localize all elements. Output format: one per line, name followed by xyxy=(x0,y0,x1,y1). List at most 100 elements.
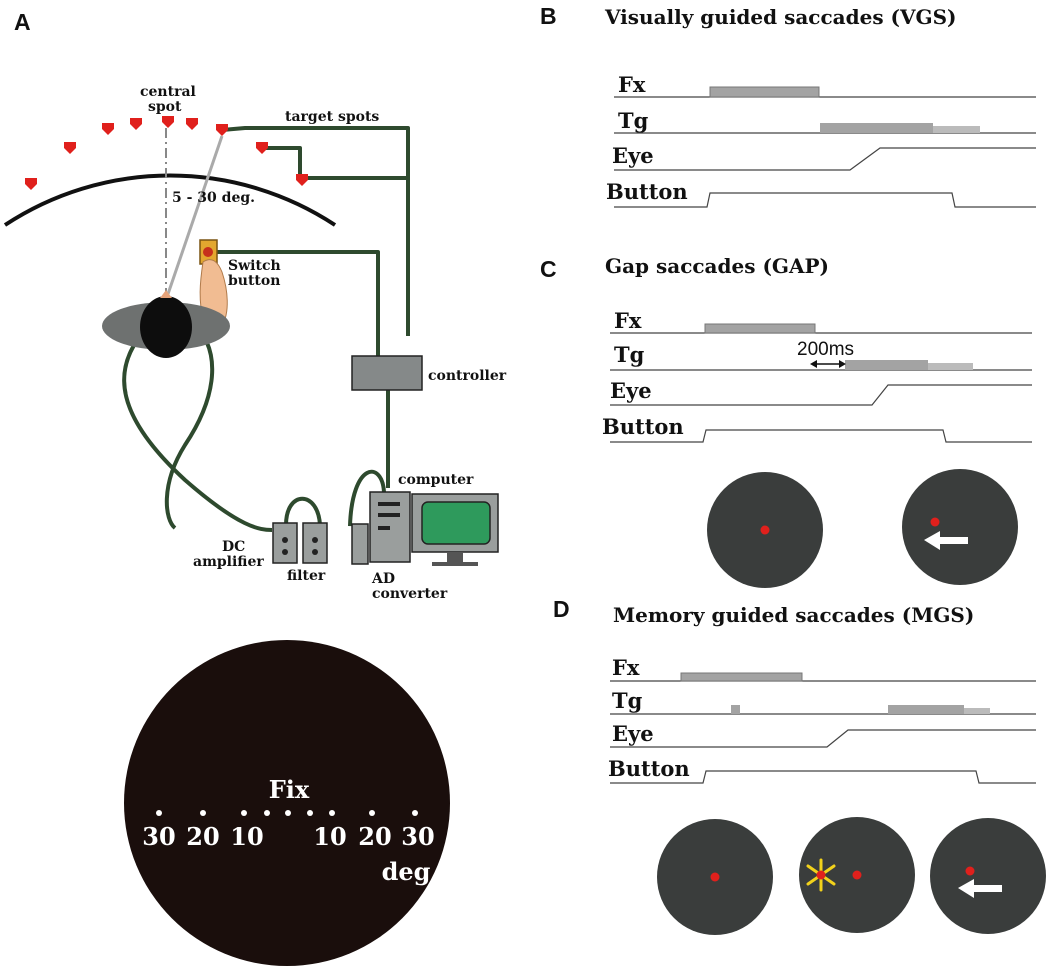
target-spot-icon xyxy=(102,123,114,135)
red-target-dot-icon xyxy=(760,525,770,535)
target-spot-icon xyxy=(216,124,228,136)
trace-label-fx: Fx xyxy=(618,72,646,97)
panel-d: D Memory guided saccades (MGS) Fx Tg Eye… xyxy=(553,596,1046,935)
gaze-line-target xyxy=(166,135,224,295)
red-target-dot-icon xyxy=(965,866,975,876)
button-trace xyxy=(610,429,1032,443)
panel-b: B Visually guided saccades (VGS) Fx Tg E… xyxy=(540,3,1036,208)
subject-head-icon xyxy=(102,290,230,358)
tg-pulse-low xyxy=(933,126,980,133)
degree-label-left-30: 30 xyxy=(142,822,175,851)
fix-label: Fix xyxy=(269,775,310,804)
stimulus-display: Fix 30 20 10 10 20 30 deg xyxy=(124,640,450,966)
target-spots xyxy=(25,116,308,190)
target-wire-2 xyxy=(265,146,302,176)
degree-label-right-10: 10 xyxy=(313,822,346,851)
gap-stimulus-fixation xyxy=(707,472,823,588)
degree-label-left-10: 10 xyxy=(230,822,263,851)
angle-range-label: 5 - 30 deg. xyxy=(172,190,255,206)
eye-trace xyxy=(610,384,1032,406)
tg-pulse-high xyxy=(888,705,964,714)
switch-label-line2: button xyxy=(228,273,280,289)
ad-converter-label-line2: converter xyxy=(372,586,448,602)
red-target-dot-icon xyxy=(852,870,862,880)
panel-c-letter: C xyxy=(540,256,557,282)
trace-label-eye: Eye xyxy=(612,143,654,168)
target-spot-icon xyxy=(186,118,198,130)
target-spot-icon xyxy=(162,116,174,128)
eye-trace xyxy=(610,729,1036,748)
fx-pulse xyxy=(709,86,820,98)
switch-wire xyxy=(215,250,380,356)
filter-label: filter xyxy=(287,568,326,584)
trace-label-fx: Fx xyxy=(614,308,642,333)
red-target-dot-icon xyxy=(930,517,940,527)
fx-pulse xyxy=(704,323,816,334)
ad-converter-label-line1: AD xyxy=(371,571,395,587)
central-spot-label-line2: spot xyxy=(148,99,182,115)
red-target-dot-icon xyxy=(816,870,826,880)
wiring xyxy=(122,126,410,532)
mgs-stimulus-cue xyxy=(799,817,915,933)
eye-trace xyxy=(614,147,1036,171)
target-spot-icon xyxy=(64,142,76,154)
fixation-dot xyxy=(307,810,313,816)
white-left-arrow-icon xyxy=(958,879,1002,898)
central-spot-label-line1: central xyxy=(140,84,196,100)
gap-stimulus-target xyxy=(902,469,1018,585)
trace-label-eye: Eye xyxy=(612,721,654,746)
dc-amplifier-label-line1: DC xyxy=(222,539,245,555)
eye-cable-left xyxy=(122,323,273,532)
panel-b-title: Visually guided saccades (VGS) xyxy=(604,5,957,29)
red-target-dot-icon xyxy=(710,872,720,882)
degree-label-right-20: 20 xyxy=(358,822,391,851)
trace-label-tg: Tg xyxy=(612,688,643,713)
tg-pulse-low xyxy=(928,363,973,370)
fixation-dot xyxy=(156,810,162,816)
filter-converter-wire xyxy=(348,469,386,527)
trace-label-button: Button xyxy=(602,414,684,439)
degree-unit-label: deg xyxy=(382,857,431,886)
fixation-dot xyxy=(329,810,335,816)
fixation-dot xyxy=(264,810,270,816)
controller-label: controller xyxy=(428,368,507,384)
target-wire-1 xyxy=(221,126,410,336)
target-spot-icon xyxy=(130,118,142,130)
panel-b-letter: B xyxy=(540,3,557,29)
switch-label-line1: Switch xyxy=(228,258,281,274)
tg-pulse-high xyxy=(845,360,928,370)
panel-a-letter: A xyxy=(14,9,31,35)
panel-a: A central xyxy=(3,9,507,966)
target-spot-icon xyxy=(296,174,308,186)
panel-d-title: Memory guided saccades (MGS) xyxy=(613,603,974,627)
panel-c: C Gap saccades (GAP) Fx Tg Eye Button 20… xyxy=(540,254,1032,588)
display-disc xyxy=(124,640,450,966)
target-spot-icon xyxy=(256,142,268,154)
trace-label-tg: Tg xyxy=(618,108,649,133)
controller-box xyxy=(351,355,423,391)
fixation-dot xyxy=(412,810,418,816)
degree-label-left-20: 20 xyxy=(186,822,219,851)
gap-interval-arrow-icon xyxy=(810,360,846,368)
target-spot-icon xyxy=(25,178,37,190)
tg-cue-flash xyxy=(731,705,740,714)
computer-icon xyxy=(369,491,499,566)
computer-label: computer xyxy=(398,472,474,488)
trace-label-eye: Eye xyxy=(610,378,652,403)
amp-filter-wire xyxy=(284,496,322,526)
eye-cable-right xyxy=(164,318,215,530)
ad-converter-box xyxy=(351,523,369,565)
target-spots-label: target spots xyxy=(285,109,379,125)
trace-label-fx: Fx xyxy=(612,655,640,680)
fixation-dot xyxy=(200,810,206,816)
amplifier-filter-icon xyxy=(272,522,328,564)
button-trace xyxy=(610,770,1036,784)
fixation-dot xyxy=(241,810,247,816)
tg-pulse-high xyxy=(820,123,933,133)
fixation-dots xyxy=(156,810,418,816)
fixation-dot xyxy=(285,810,291,816)
degree-label-right-30: 30 xyxy=(401,822,434,851)
trace-label-button: Button xyxy=(606,179,688,204)
panel-c-title: Gap saccades (GAP) xyxy=(605,254,829,278)
